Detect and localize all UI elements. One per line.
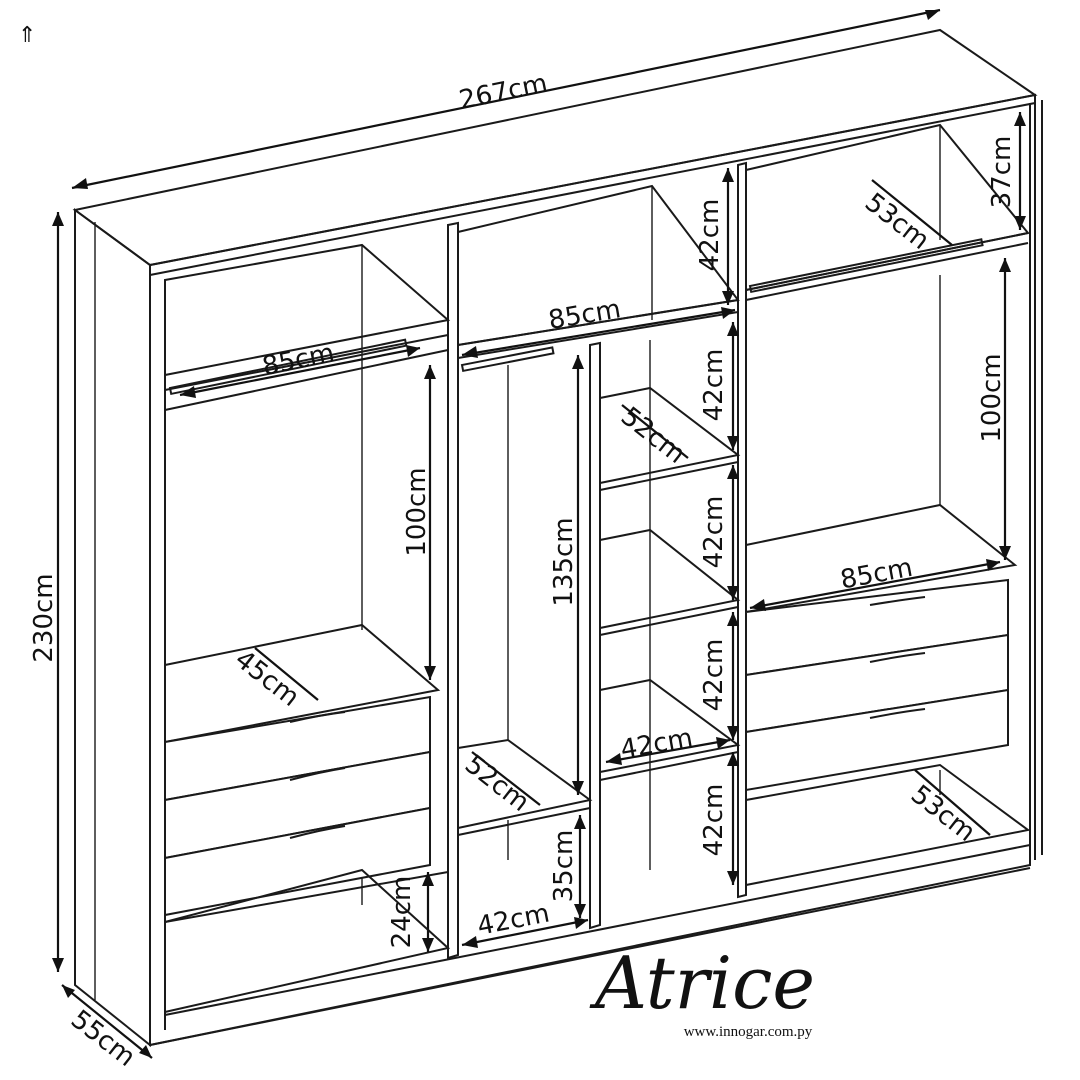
label-col3-shelf2: 42cm bbox=[699, 496, 729, 569]
label-mid-bottom-height: 35cm bbox=[549, 830, 579, 903]
brand-website: www.innogar.com.py bbox=[684, 1024, 813, 1040]
label-right-hanging: 100cm bbox=[977, 353, 1007, 442]
upload-arrow-icon: ⇑ bbox=[18, 23, 36, 48]
label-col3-shelf4: 42cm bbox=[699, 784, 729, 857]
label-col3-shelf3: 42cm bbox=[699, 639, 729, 712]
label-right-top: 37cm bbox=[987, 136, 1017, 209]
label-col3-width: 42cm bbox=[618, 723, 695, 765]
label-mid-shelf-depth: 52cm bbox=[459, 749, 535, 817]
dimension-labels: 267cm 230cm 55cm 85cm 100cm 45cm 24cm 42… bbox=[29, 68, 1017, 1072]
column-dividers bbox=[447, 161, 747, 960]
label-total-height: 230cm bbox=[29, 573, 59, 662]
label-col3-depth: 52cm bbox=[615, 401, 691, 469]
label-mid-top: 42cm bbox=[695, 199, 725, 272]
column3-shelves bbox=[599, 386, 741, 781]
brand-logo: Atrice www.innogar.com.py bbox=[589, 941, 815, 1040]
wardrobe-outline bbox=[72, 28, 1043, 1048]
label-left-hanging: 100cm bbox=[402, 467, 432, 556]
dimension-arrows bbox=[52, 8, 1026, 1059]
left-drawer-stack bbox=[164, 623, 451, 1014]
middle-bottom-shelf bbox=[457, 738, 593, 836]
label-mid-bottom-width: 42cm bbox=[475, 898, 552, 941]
top-shelves bbox=[164, 123, 1030, 411]
label-right-depth-bottom: 53cm bbox=[905, 779, 981, 847]
label-mid-hanging: 135cm bbox=[549, 517, 579, 606]
label-total-width: 267cm bbox=[457, 68, 550, 115]
label-col3-shelf1: 42cm bbox=[699, 349, 729, 422]
right-drawer-stack bbox=[745, 503, 1031, 887]
label-right-rail: 85cm bbox=[838, 553, 915, 596]
label-left-bottom: 24cm bbox=[387, 876, 417, 949]
brand-name: Atrice bbox=[589, 941, 815, 1025]
hanging-rails bbox=[168, 238, 984, 396]
